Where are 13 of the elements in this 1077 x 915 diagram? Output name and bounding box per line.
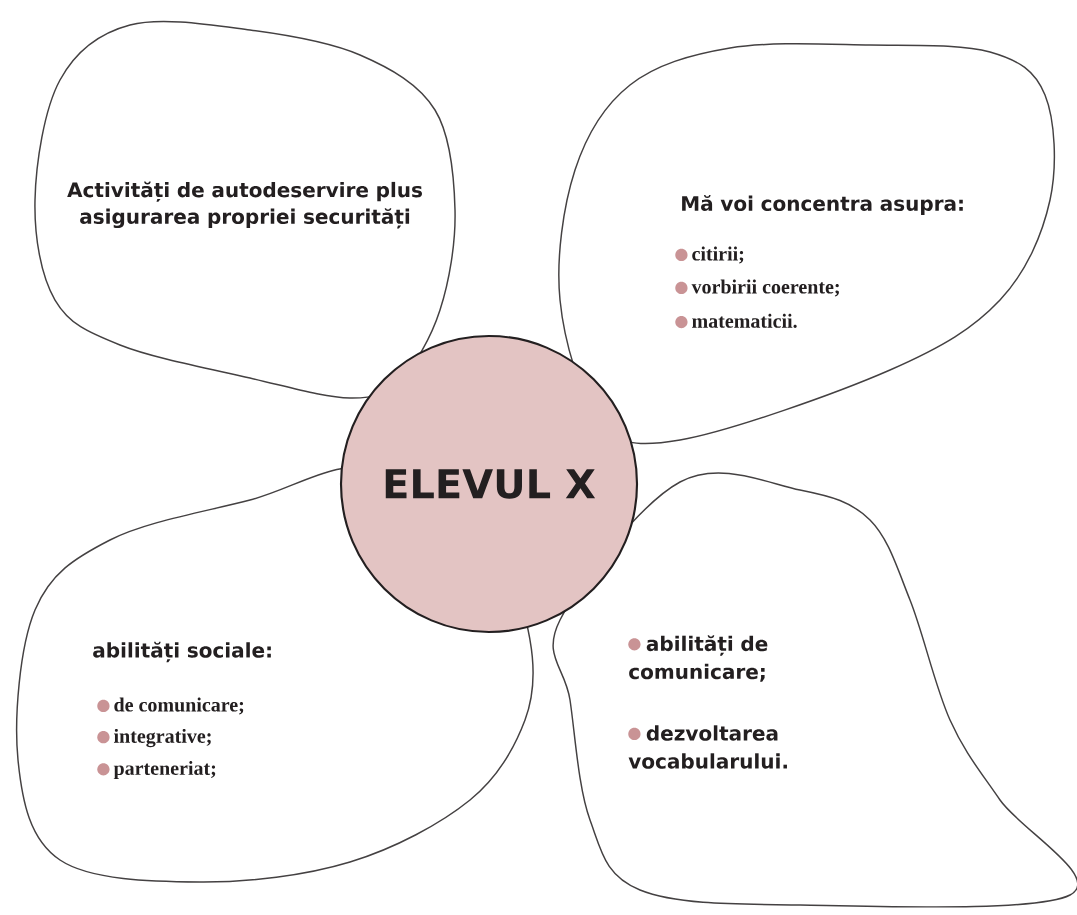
bullet-item: integrative; (97, 728, 211, 748)
petal-heading: Activități de autodeservire plus asigurarea propriei securități (67, 181, 422, 229)
bullet-item: parteneriat; (97, 760, 216, 780)
bullet-item: dezvoltarea vocabularului. (628, 725, 787, 769)
petal (34, 20, 456, 399)
petal-heading: abilități sociale: (93, 641, 271, 663)
petal (558, 43, 1056, 445)
bullet-item: citirii; (675, 246, 744, 264)
bullet-item: vorbirii coerente; (675, 279, 839, 297)
petal-heading: Mă voi concentra asupra: (682, 195, 963, 215)
bullet-item: matematicii. (675, 313, 797, 329)
bullet-item: de comunicare; (97, 697, 244, 715)
bullet-item: abilități de comunicare; (628, 635, 768, 682)
